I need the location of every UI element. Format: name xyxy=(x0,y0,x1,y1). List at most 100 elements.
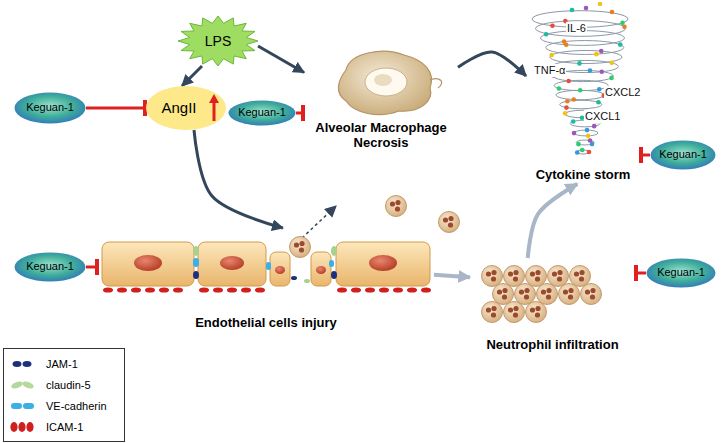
cytokine-spiral xyxy=(544,32,549,37)
macrophage-cell xyxy=(338,51,431,114)
legend-icon xyxy=(8,377,38,393)
neutrophil-cell xyxy=(448,222,453,227)
cytokine-spiral xyxy=(580,148,585,153)
arrow-connector xyxy=(258,46,304,73)
neutrophil-cell xyxy=(502,294,507,299)
junction-proteins xyxy=(304,279,310,283)
cytokine-spiral xyxy=(588,68,593,73)
junction-proteins xyxy=(331,271,337,279)
inhibitor-oval: Keguan-1 xyxy=(14,92,86,124)
neutrophil-cell xyxy=(390,201,395,206)
neutrophil-cell xyxy=(513,312,518,317)
neutrophil-cell xyxy=(482,302,503,323)
macrophage-cell xyxy=(338,51,441,114)
neutrophil-cell xyxy=(541,289,546,294)
process-panel: Alveolar Macrophage Necrosis xyxy=(304,46,458,152)
cytokine-spiral xyxy=(592,124,597,129)
node-label: Keguan-1 xyxy=(238,106,286,119)
neutrophil-cell xyxy=(590,288,595,293)
icam-1-marker xyxy=(159,287,169,292)
inhibition-connector xyxy=(296,112,304,115)
arrow-connector xyxy=(458,52,526,76)
icam-1-marker xyxy=(421,287,431,292)
icam-1-marker xyxy=(131,287,141,292)
process-panel: Endothelial cells injury xyxy=(98,228,434,332)
neutrophil-cell xyxy=(524,288,529,293)
endothelial-cells xyxy=(270,252,290,286)
inhibitor-oval: Keguan-1 xyxy=(650,140,716,170)
icam-1-marker xyxy=(337,287,347,292)
neutrophil-cell xyxy=(535,306,540,311)
cytokine-spiral xyxy=(575,150,580,155)
cytokine-spiral xyxy=(536,21,626,37)
neutrophil-cell xyxy=(530,271,535,276)
cytokine-spiral xyxy=(562,39,567,44)
process-label: Neutrophil infiltration xyxy=(486,337,618,353)
neutrophil-cell xyxy=(535,270,540,275)
neutrophil-cell xyxy=(482,266,503,287)
legend-icon xyxy=(11,403,22,409)
process-label: Cytokine storm xyxy=(536,167,631,183)
neutrophil-cell xyxy=(535,276,540,281)
neutrophil-cell xyxy=(443,217,448,222)
legend-icon xyxy=(21,380,34,390)
icam-1-marker xyxy=(103,287,431,292)
arrow-connector xyxy=(182,66,202,86)
neutrophil-cell xyxy=(515,284,536,305)
neutrophil-cell xyxy=(493,284,514,305)
icam-1-marker xyxy=(393,287,403,292)
neutrophil-cell xyxy=(568,294,573,299)
arrow-connector xyxy=(194,130,283,228)
inhibitor-oval xyxy=(15,253,86,282)
neutrophil-cell xyxy=(568,288,573,293)
neutrophil-cell xyxy=(552,271,557,276)
node-label: Keguan-1 xyxy=(659,148,707,161)
neutrophil-cell xyxy=(526,266,547,287)
inhibitor-oval xyxy=(647,259,716,288)
neutrophil-cell xyxy=(513,270,518,275)
inhibition-connector xyxy=(635,272,646,275)
neutrophil-cell xyxy=(482,266,503,287)
process-label: Alveolar Macrophage Necrosis xyxy=(304,120,458,151)
inhibitor-oval xyxy=(15,93,86,124)
junction-proteins xyxy=(329,260,334,267)
inhibitor-oval: Keguan-1 xyxy=(646,258,716,288)
legend-icon xyxy=(8,398,38,414)
endothelial-cells xyxy=(102,242,430,286)
cytokine-spiral xyxy=(550,23,555,28)
neutrophil-cell xyxy=(508,271,513,276)
inhibitor-oval xyxy=(651,141,716,170)
neutrophil-cell xyxy=(546,288,551,293)
cytokine-spiral xyxy=(563,111,568,116)
neutrophil-cell xyxy=(504,302,525,323)
icam-1-marker xyxy=(227,287,237,292)
junction-proteins xyxy=(193,271,199,279)
cytokine-spiral xyxy=(618,42,623,47)
icam-1-marker xyxy=(145,287,155,292)
neutrophil-cell xyxy=(548,266,569,287)
cytokine-spiral xyxy=(594,52,599,57)
arrow-connector xyxy=(434,275,470,277)
macrophage-cell xyxy=(430,79,442,88)
neutrophil-cell xyxy=(546,294,551,299)
icam-1-marker xyxy=(379,287,389,292)
cytokine-spiral xyxy=(566,79,571,84)
cytokine-spiral xyxy=(570,8,575,13)
neutrophil-cell xyxy=(290,237,311,258)
cytokine-spiral xyxy=(532,2,628,155)
neutrophil-cell xyxy=(299,241,304,246)
node-label: LPS xyxy=(205,33,231,50)
inhibitor-oval: Keguan-1 xyxy=(228,100,296,126)
neutrophil-cell xyxy=(290,237,311,258)
neutrophil-cell xyxy=(513,276,518,281)
cytokine-spiral xyxy=(577,61,582,66)
neutrophil-cell xyxy=(491,270,496,275)
neutrophil-cell xyxy=(439,212,460,233)
icam-1-marker xyxy=(365,287,375,292)
neutrophil-cell xyxy=(579,270,584,275)
neutrophil-cell xyxy=(504,302,525,323)
cytokine-spiral xyxy=(609,61,614,66)
neutrophil-cell xyxy=(386,196,407,217)
increase-arrow xyxy=(209,94,219,103)
neutrophil-cell xyxy=(482,302,503,323)
